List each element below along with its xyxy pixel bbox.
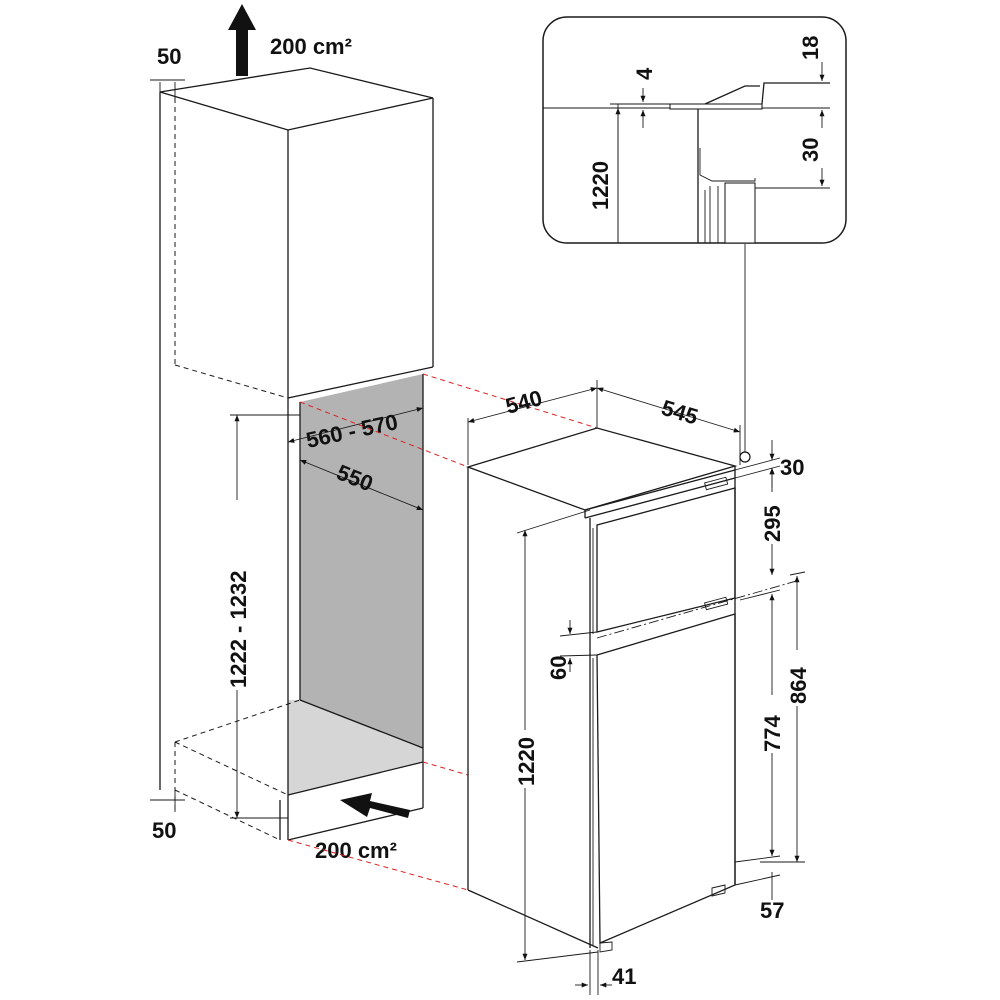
hinge-distance-lower-label: 774 <box>760 715 785 752</box>
niche-floor <box>288 700 423 795</box>
appliance-width-label: 540 <box>503 385 545 419</box>
detail-top-offset-label: 18 <box>798 36 823 60</box>
appliance-depth-label: 545 <box>659 395 701 430</box>
cabinet <box>159 67 434 841</box>
ventilation-top-label: 200 cm² <box>270 34 352 59</box>
ventilation-in-arrow-icon <box>340 793 410 818</box>
freezer-door <box>596 487 736 633</box>
ventilation-bottom-label: 200 cm² <box>315 838 397 863</box>
detail-height-label: 1220 <box>588 161 613 210</box>
cabinet-gap-top-label: 50 <box>157 44 181 69</box>
freezer-door-height-label: 295 <box>760 505 785 542</box>
niche-height-label: 1222 - 1232 <box>226 571 251 688</box>
cabinet-gap-bottom-label: 50 <box>152 818 176 843</box>
detail-hinge-offset-label: 30 <box>798 138 823 162</box>
bottom-offset-label: 57 <box>760 898 784 923</box>
door-gap-label: 60 <box>546 656 571 680</box>
fridge <box>465 427 801 953</box>
hinge-detail-inset <box>542 16 847 244</box>
appliance-height-label: 1220 <box>514 737 539 786</box>
detail-callout-marker <box>739 451 751 463</box>
fridge-door <box>596 613 736 944</box>
hinge-distance-upper-label: 864 <box>786 667 811 704</box>
top-gap-label: 30 <box>780 455 804 480</box>
foot-offset-label: 41 <box>612 964 636 989</box>
ventilation-up-arrow-icon <box>228 4 256 76</box>
detail-gap-label: 4 <box>632 67 657 80</box>
